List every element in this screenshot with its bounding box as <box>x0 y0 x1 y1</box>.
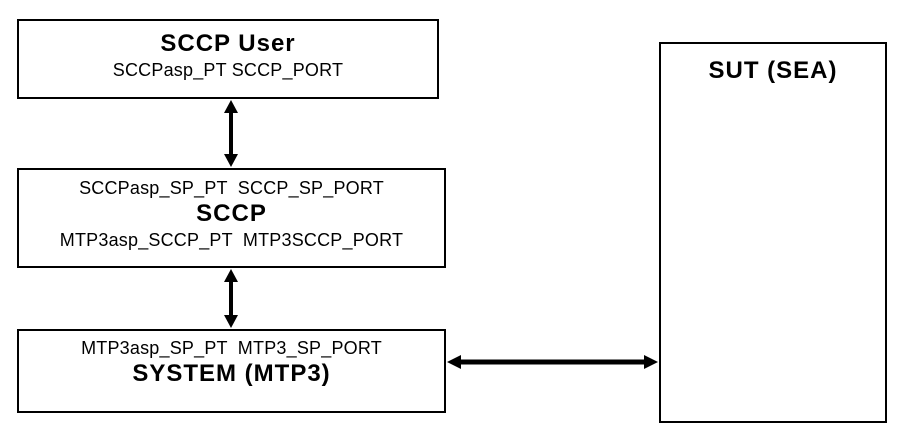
box-sccp-user-title: SCCP User <box>160 30 296 57</box>
box-sut-title: SUT (SEA) <box>708 57 838 84</box>
box-sccp-title: SCCP <box>196 200 267 227</box>
box-sccp-user: SCCP User SCCPasp_PT SCCP_PORT <box>17 19 439 99</box>
arrow-system-mtp3-to-sut <box>447 355 658 369</box>
box-system-mtp3-ports: MTP3asp_SP_PT MTP3_SP_PORT <box>81 338 382 358</box>
box-sut: SUT (SEA) <box>659 42 887 423</box>
box-system-mtp3: MTP3asp_SP_PT MTP3_SP_PORT SYSTEM (MTP3) <box>17 329 446 413</box>
arrow-sccp-user-to-sccp <box>224 100 238 167</box>
box-sccp-upper-ports: SCCPasp_SP_PT SCCP_SP_PORT <box>79 178 384 198</box>
box-system-mtp3-title: SYSTEM (MTP3) <box>132 360 331 387</box>
box-sccp-user-ports: SCCPasp_PT SCCP_PORT <box>112 60 344 80</box>
box-sccp-lower-ports: MTP3asp_SCCP_PT MTP3SCCP_PORT <box>59 230 404 250</box>
box-sccp: SCCPasp_SP_PT SCCP_SP_PORT SCCP MTP3asp_… <box>17 168 446 268</box>
arrow-sccp-to-system-mtp3 <box>224 269 238 328</box>
